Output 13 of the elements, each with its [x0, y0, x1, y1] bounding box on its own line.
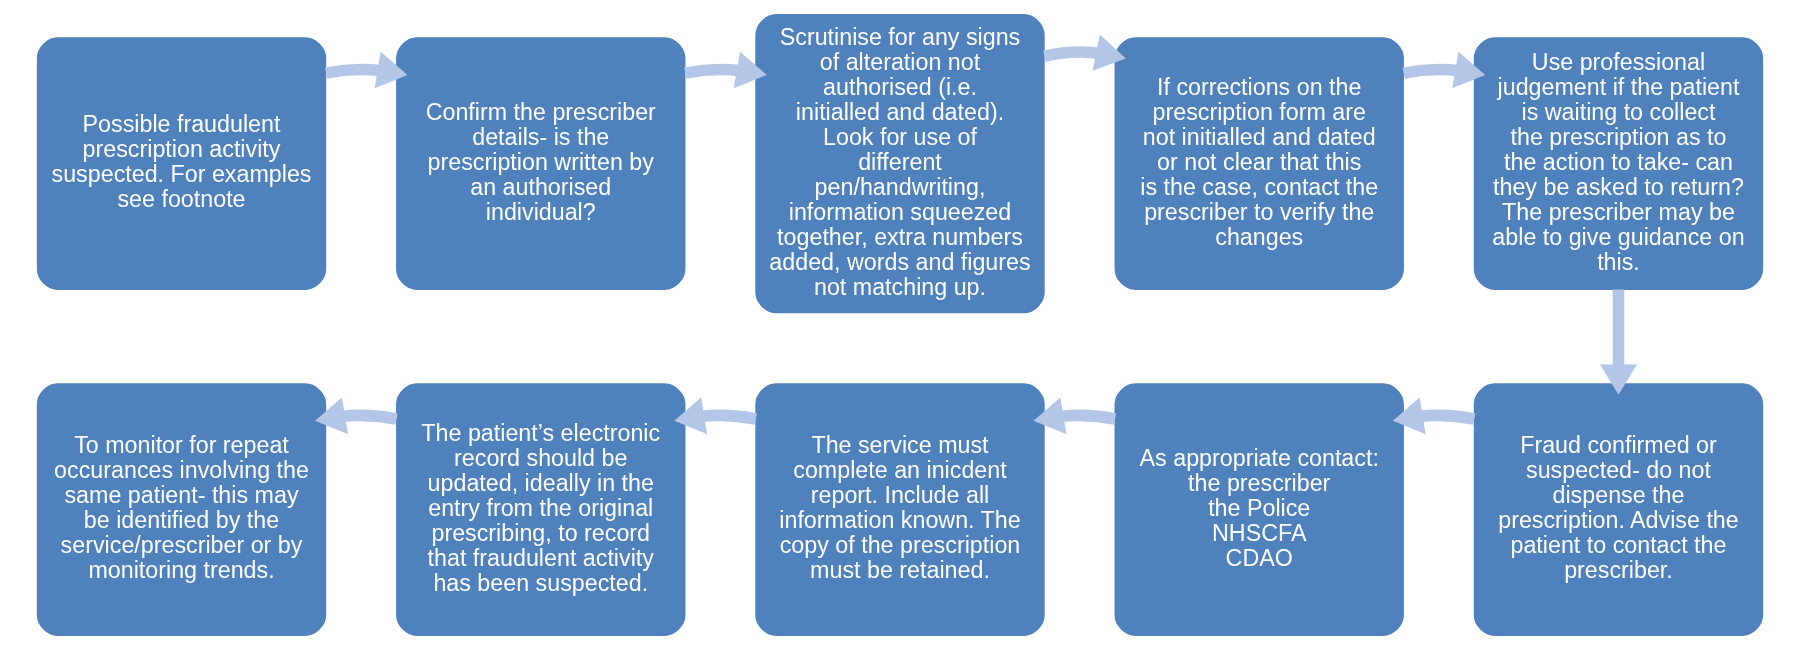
- node-box: As appropriate contact: the prescriber the Police NHSCFA CDAO: [1114, 383, 1404, 636]
- node-box: If corrections on the prescription form are not initialled and dated or not clear that this is the case, contact the prescriber to verify the changes: [1114, 37, 1404, 291]
- node-box: Possible fraudulent prescription activity suspected. For examples see footnote: [36, 37, 327, 291]
- node-box: The service must complete an inicdent report. Include all information known. The copy of the prescription must be retained.: [755, 383, 1045, 636]
- arrow: [1392, 397, 1476, 435]
- arrow: [1599, 289, 1637, 395]
- node-box: Confirm the prescriber details- is the prescription written by an authorised individual?: [396, 37, 686, 291]
- node-box: To monitor for repeat occurances involving the same patient- this may be identified by the service/prescriber or by monitoring trends.: [36, 383, 327, 636]
- node-box: Use professional judgement if the patient is waiting to collect the prescription as to the action to take- can they be asked to return? The prescriber may be able to give guidance on this.: [1473, 37, 1764, 291]
- node-box: The patient’s electronic record should be updated, ideally in the entry from the original prescribing, to record that fraudulent activity has been suspected.: [396, 383, 686, 636]
- arrow: [315, 397, 398, 435]
- node-box: Fraud confirmed or suspected- do not dispense the prescription. Advise the patient to contact the prescriber.: [1473, 383, 1764, 636]
- node-box: Scrutinise for any signs of alteration not authorised (i.e. initialled and dated). Look for use of different pen/handwriting, information squeezed together, extra numbers added, words and figures not matching up.: [755, 14, 1045, 314]
